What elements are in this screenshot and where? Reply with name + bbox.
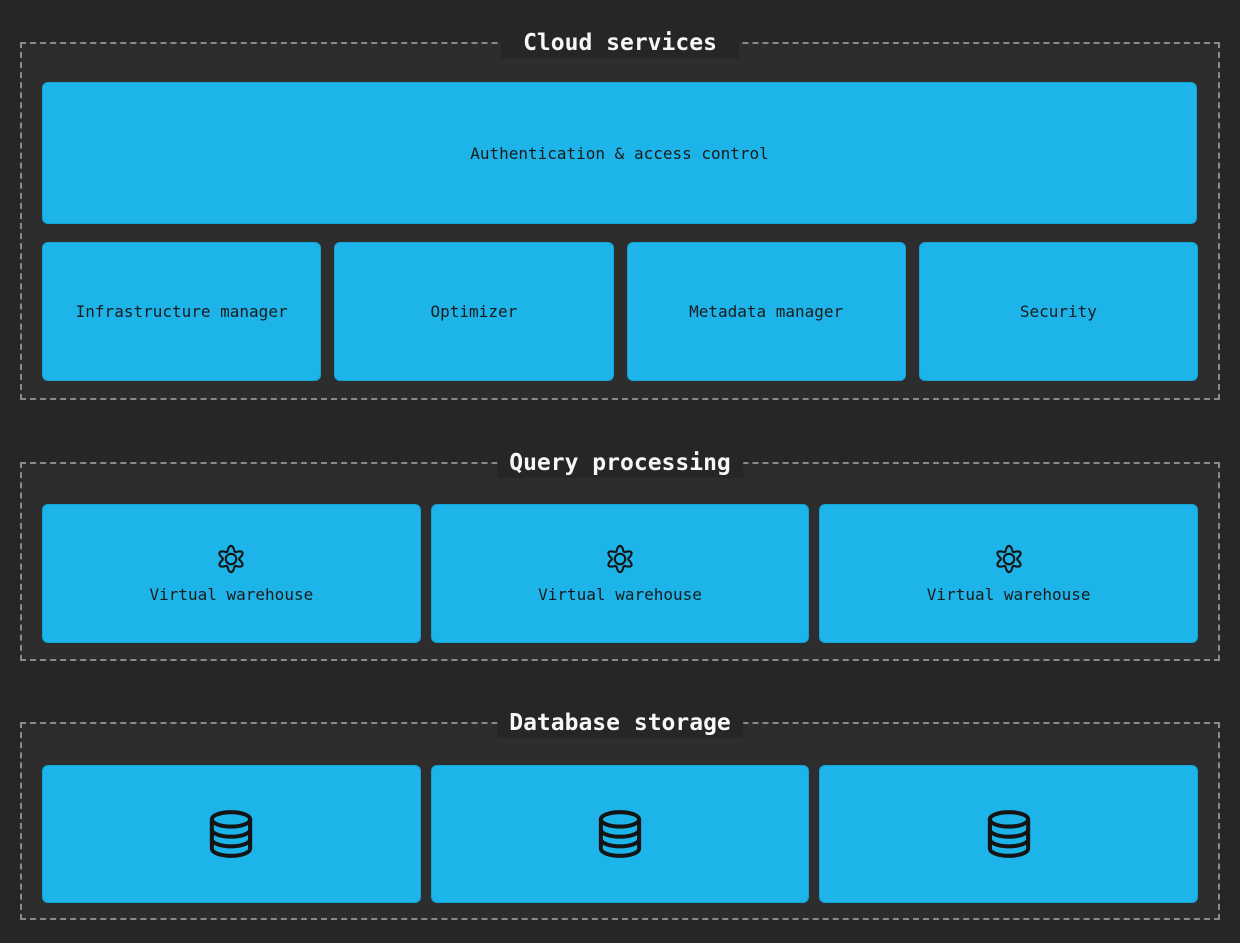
- node-virtual-warehouse: Virtual warehouse: [819, 504, 1199, 643]
- database-icon: [593, 807, 647, 861]
- cloud-services-row: Infrastructure manager Optimizer Metadat…: [42, 242, 1198, 381]
- node-label: Virtual warehouse: [538, 584, 702, 604]
- section-title-query-processing: Query processing: [497, 448, 743, 478]
- node-database: [819, 765, 1199, 903]
- node-authentication-access-control: Authentication & access control: [42, 82, 1197, 224]
- database-icon: [204, 807, 258, 861]
- node-label: Optimizer: [430, 302, 518, 321]
- section-title-database-storage: Database storage: [497, 708, 743, 738]
- section-title-cloud-services: Cloud services: [501, 28, 739, 58]
- node-label: Virtual warehouse: [149, 584, 314, 604]
- node-database: [42, 765, 421, 903]
- gear-icon: [605, 544, 635, 574]
- node-infrastructure-manager: Infrastructure manager: [42, 242, 322, 381]
- node-security: Security: [918, 242, 1198, 381]
- node-label: Metadata manager: [689, 302, 844, 321]
- node-virtual-warehouse: Virtual warehouse: [430, 504, 810, 643]
- section-database-storage: Database storage: [20, 708, 1220, 920]
- section-cloud-services: Cloud services Authentication & access c…: [20, 28, 1220, 400]
- section-query-processing: Query processing Virtual warehouse: [20, 448, 1220, 661]
- gear-icon: [994, 544, 1024, 574]
- node-metadata-manager: Metadata manager: [626, 242, 906, 381]
- node-label: Security: [1019, 302, 1097, 321]
- node-virtual-warehouse: Virtual warehouse: [42, 504, 421, 643]
- node-optimizer: Optimizer: [334, 242, 614, 381]
- node-label: Virtual warehouse: [926, 584, 1091, 604]
- node-label: Infrastructure manager: [75, 302, 288, 321]
- database-icon: [982, 807, 1036, 861]
- database-storage-row: [42, 765, 1199, 903]
- node-label: Authentication & access control: [470, 143, 769, 163]
- gear-icon: [216, 544, 246, 574]
- query-processing-row: Virtual warehouse Virtual warehouse: [42, 504, 1199, 643]
- node-database: [430, 765, 810, 903]
